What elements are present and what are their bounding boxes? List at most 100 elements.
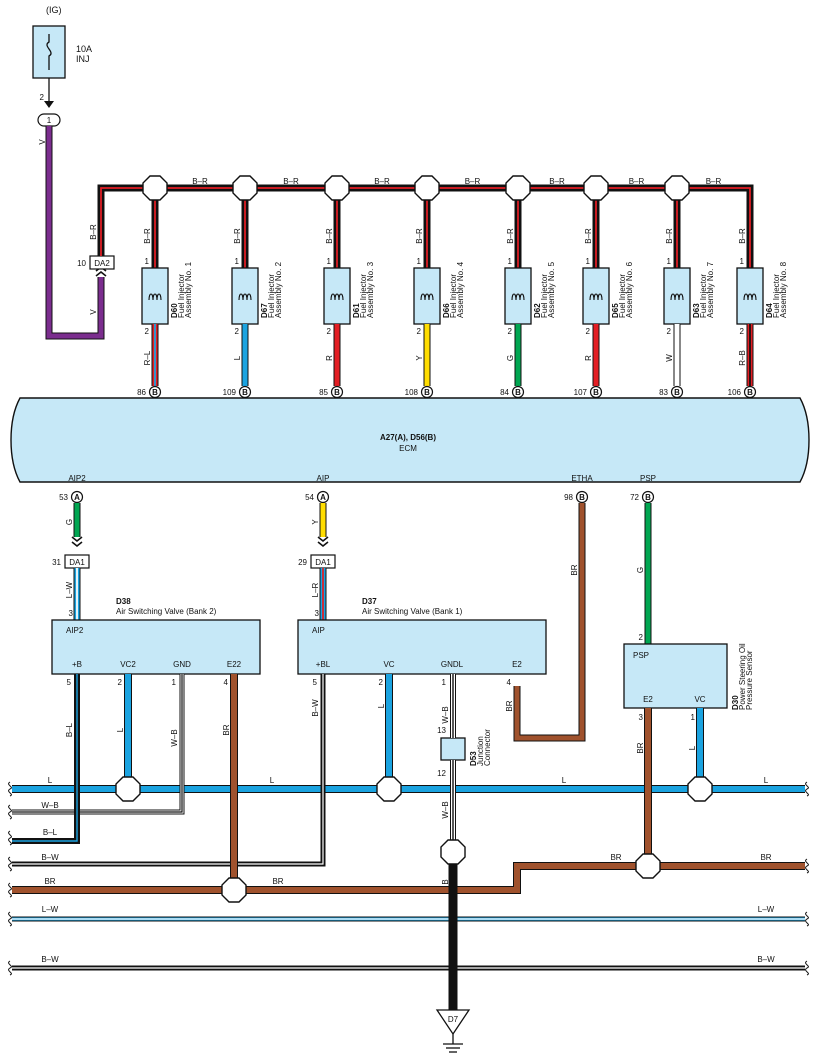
wire-label-g: G bbox=[65, 519, 74, 525]
bus-label: B–W bbox=[41, 955, 59, 964]
wire-label-wb: W–B bbox=[441, 801, 450, 818]
injector-code: D66 bbox=[442, 303, 451, 318]
wire-label-bw: B–W bbox=[311, 699, 320, 717]
wire-break bbox=[805, 960, 809, 976]
wire-label-b: B bbox=[441, 879, 450, 884]
jc-pin-top: 13 bbox=[437, 726, 446, 735]
injector-code: D63 bbox=[692, 303, 701, 318]
connector-chevron bbox=[317, 541, 329, 548]
bus-label: B–W bbox=[41, 853, 59, 862]
bus-label: L bbox=[562, 776, 567, 785]
jc-name2: Connector bbox=[483, 729, 492, 766]
coil-icon bbox=[670, 293, 684, 301]
ecm-pin-number: 83 bbox=[659, 388, 668, 397]
splice-point bbox=[221, 877, 247, 903]
wire-label-l: L bbox=[116, 727, 125, 732]
jc-code: D53 bbox=[469, 751, 478, 766]
injector-name1: Fuel Injector bbox=[618, 274, 627, 318]
ecm-pin-number: 106 bbox=[728, 388, 742, 397]
injector-wire-in: B–R bbox=[584, 228, 593, 244]
wire-break bbox=[805, 858, 809, 874]
splice-point bbox=[376, 776, 402, 802]
injector-pin2: 2 bbox=[667, 327, 672, 336]
injector-pin1: 1 bbox=[417, 257, 422, 266]
ground-label: D7 bbox=[448, 1015, 459, 1024]
wire-label-l: L bbox=[377, 703, 386, 708]
ecm-block bbox=[10, 397, 810, 483]
asv-terminal-label: +B bbox=[72, 660, 82, 669]
fuel-injector-box bbox=[141, 267, 169, 325]
connector-letter: B bbox=[334, 388, 340, 397]
da1-left-label: DA1 bbox=[69, 558, 85, 567]
asv-terminal-label: +BL bbox=[316, 660, 331, 669]
injector-pin1: 1 bbox=[235, 257, 240, 266]
bus-label: L–W bbox=[42, 905, 59, 914]
asv-terminal-label: GND bbox=[173, 660, 191, 669]
injector-name1: Fuel Injector bbox=[177, 274, 186, 318]
connector-chevron bbox=[95, 270, 107, 277]
injector-wire-out: L bbox=[233, 355, 242, 360]
asv-terminal-pin: 5 bbox=[67, 678, 72, 687]
injector-wire-in: B–R bbox=[325, 228, 334, 244]
connector-letter: B bbox=[674, 388, 680, 397]
injector-wire-out: W bbox=[665, 354, 674, 362]
injector-pin2: 2 bbox=[327, 327, 332, 336]
wire-break bbox=[8, 960, 12, 976]
injector-pin1: 1 bbox=[145, 257, 150, 266]
coil-icon bbox=[420, 293, 434, 301]
bus-label: B–R bbox=[465, 177, 481, 186]
bus-label: B–W bbox=[757, 955, 775, 964]
connector-letter: B bbox=[424, 388, 430, 397]
splice-point bbox=[115, 776, 141, 802]
injector-code: D65 bbox=[611, 303, 620, 318]
ecm-bottom-label: PSP bbox=[640, 474, 656, 483]
wire-label-br: BR bbox=[636, 742, 645, 753]
injector-pin1: 1 bbox=[740, 257, 745, 266]
junction-connector-box bbox=[440, 737, 466, 761]
wire-label-bl: B–L bbox=[65, 722, 74, 737]
injector-name2: Assembly No. 8 bbox=[779, 261, 788, 318]
ecm-bottom-pin-number: 54 bbox=[305, 493, 314, 502]
injector-pin2: 2 bbox=[586, 327, 591, 336]
coil-icon bbox=[589, 293, 603, 301]
wire-label-br: BR bbox=[222, 724, 231, 735]
injector-wire-in: B–R bbox=[233, 228, 242, 244]
injector-name1: Fuel Injector bbox=[359, 274, 368, 318]
wire-label-br: B–R bbox=[89, 224, 98, 240]
asv-in-pin: 3 bbox=[315, 609, 320, 618]
bus-label: B–R bbox=[192, 177, 208, 186]
injector-wire-out: R–B bbox=[738, 350, 747, 366]
injector-name2: Assembly No. 5 bbox=[547, 261, 556, 318]
asv-code: D37 bbox=[362, 597, 377, 606]
connector-letter: B bbox=[242, 388, 248, 397]
asv-terminal-pin: 4 bbox=[507, 678, 512, 687]
wire-label-br: BR bbox=[505, 700, 514, 711]
wire-label-lw: L–W bbox=[65, 581, 74, 598]
injector-wire-out: R bbox=[584, 355, 593, 361]
splice-point bbox=[687, 776, 713, 802]
psp-in-label: PSP bbox=[633, 651, 649, 660]
wire-break bbox=[8, 804, 12, 820]
injector-code: D60 bbox=[170, 303, 179, 318]
da2-pin: 10 bbox=[77, 259, 86, 268]
bus-br bbox=[12, 863, 805, 893]
injector-wire-out: R–L bbox=[143, 350, 152, 365]
injector-name2: Assembly No. 2 bbox=[274, 261, 283, 318]
injector-pin2: 2 bbox=[740, 327, 745, 336]
ecm-bottom-pin bbox=[70, 490, 84, 504]
injector-name1: Fuel Injector bbox=[267, 274, 276, 318]
injector-name1: Fuel Injector bbox=[772, 274, 781, 318]
coil-icon bbox=[511, 293, 525, 301]
wire-label-y: Y bbox=[311, 519, 320, 525]
jc-pin-bottom: 12 bbox=[437, 769, 446, 778]
injector-pin2: 2 bbox=[417, 327, 422, 336]
ground-connector bbox=[435, 1009, 471, 1036]
injector-wire-out: R bbox=[325, 355, 334, 361]
ecm-bottom-label: AIP2 bbox=[68, 474, 86, 483]
da1-right-pin: 29 bbox=[298, 558, 307, 567]
splice-point bbox=[583, 175, 609, 201]
wire-break bbox=[8, 830, 12, 846]
asv-in-label: AIP2 bbox=[66, 626, 84, 635]
ecm-pin-number: 107 bbox=[574, 388, 588, 397]
